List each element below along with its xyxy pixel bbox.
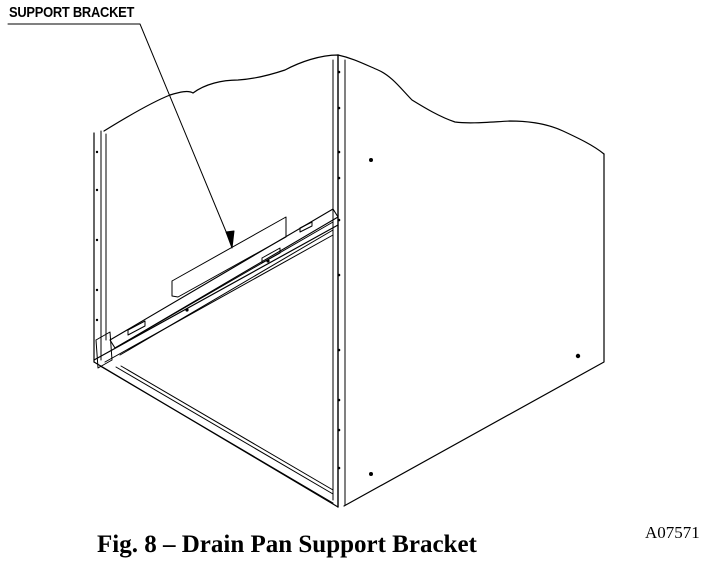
bracket-left-mount — [95, 331, 113, 369]
bottom-rail-inner2 — [115, 366, 334, 495]
bottom-rail-inner1 — [99, 365, 334, 504]
right-panel-edge — [343, 153, 605, 507]
broken-top-edge — [103, 54, 605, 155]
bottom-rail-inner3 — [120, 365, 334, 491]
bracket-slot-2 — [261, 247, 281, 264]
bracket-slots — [127, 320, 146, 336]
figure-code: A07571 — [645, 523, 700, 542]
bracket-slot-3 — [299, 221, 313, 233]
support-bracket-callout: SUPPORT BRACKET — [9, 4, 135, 21]
support-bracket-lip2 — [119, 229, 334, 356]
callout-arrowhead — [225, 230, 235, 249]
bracket-end-plate — [171, 216, 287, 298]
figure-caption: Fig. 8 – Drain Pan Support Bracket — [97, 531, 477, 558]
support-bracket-lip — [114, 221, 334, 349]
callout-leader — [7, 23, 233, 247]
rear-bottom-rail2 — [104, 234, 334, 363]
fastener-dots — [95, 70, 581, 476]
rear-bottom-rail — [93, 224, 339, 361]
